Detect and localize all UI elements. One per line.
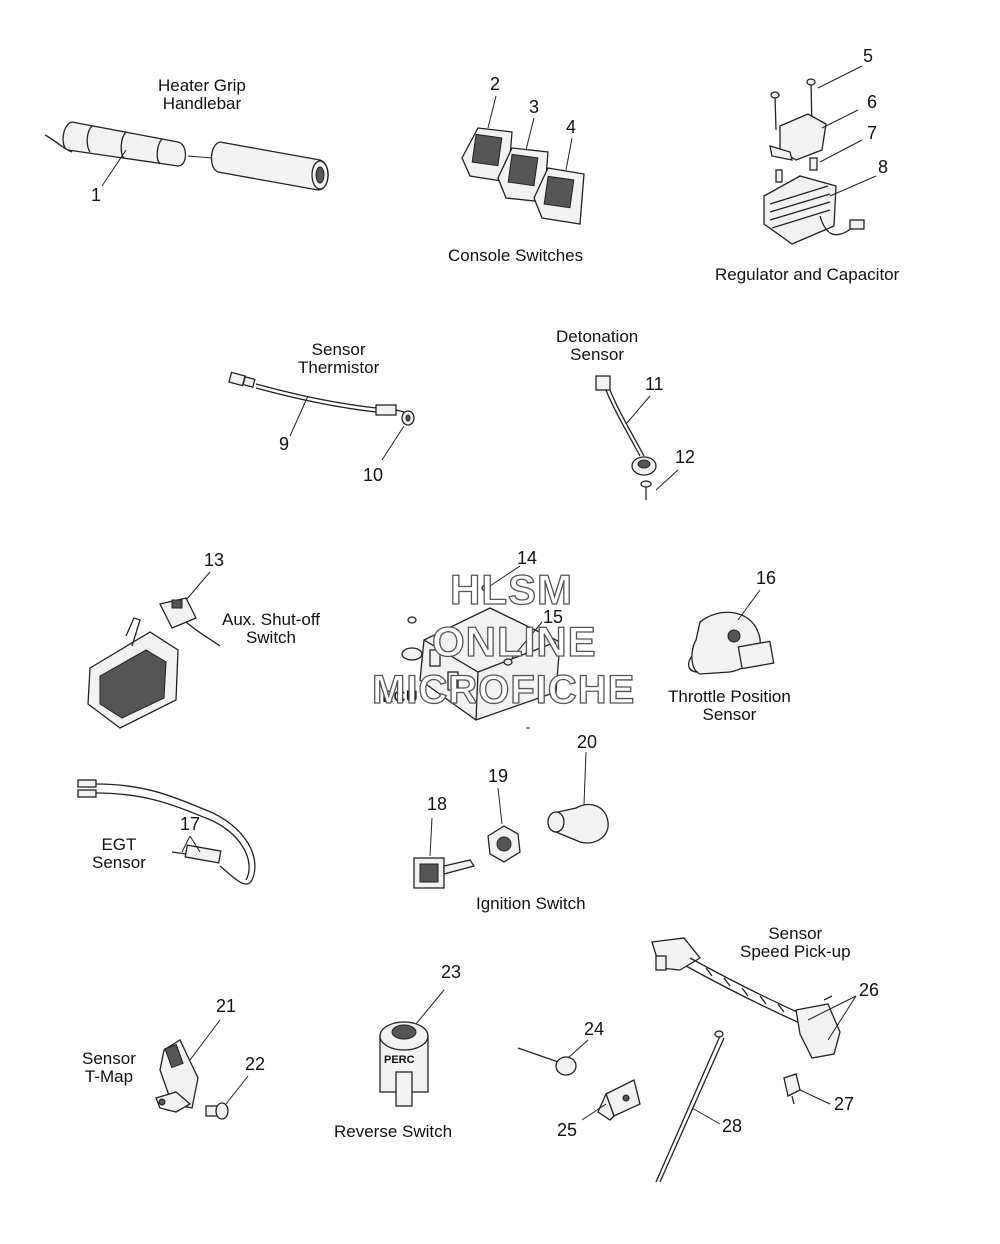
callout-10: 10 [363,465,384,485]
callout-17: 17 [180,814,201,834]
callout-11: 11 [645,374,664,394]
label-throttle-position-sensor: Throttle Position Sensor [668,687,791,724]
callout-6: 6 [867,92,878,112]
label-sensor-thermistor: Sensor Thermistor [298,340,380,377]
callout-2: 2 [490,74,501,94]
callout-22: 22 [245,1054,266,1074]
callout-19: 19 [488,766,509,786]
callout-3: 3 [529,97,540,117]
callout-5: 5 [863,46,874,66]
callout-4: 4 [566,117,577,137]
label-sensor-speed-pickup: Sensor Speed Pick-up [740,924,851,961]
callout-7: 7 [867,123,878,143]
label-detonation-sensor: Detonation Sensor [556,327,639,364]
callout-21: 21 [216,996,237,1016]
throttle-position-sensor-part [687,589,775,675]
label-reverse-switch: Reverse Switch [334,1122,453,1141]
reverse-switch-part [379,989,445,1107]
callout-1: 1 [91,185,102,205]
callout-26: 26 [859,980,880,1000]
callout-24: 24 [584,1019,605,1039]
callout-8: 8 [878,157,889,177]
callout-9: 9 [279,434,290,454]
callout-25: 25 [557,1120,578,1140]
regulator-capacitor-part [763,65,877,245]
watermark-line-3: MICROFICHE [371,667,636,712]
callout-18: 18 [427,794,448,814]
label-regulator-capacitor: Regulator and Capacitor [715,265,900,284]
callout-14: 14 [517,548,538,568]
callout-23: 23 [441,962,462,982]
label-egt-sensor: EGT Sensor [92,835,146,872]
label-console-switches: Console Switches [448,246,584,265]
callout-27: 27 [834,1094,855,1114]
watermark-line-2: ONLINE [431,617,597,665]
callout-15: 15 [543,607,564,627]
callout-20: 20 [577,732,598,752]
label-heater-grip: Heater Grip Handlebar [158,76,246,113]
ecu-part [401,565,561,721]
label-sensor-tmap: Sensor T-Map [82,1049,136,1086]
callout-12: 12 [675,447,696,467]
perc-marking: PERC [384,1054,415,1066]
tmap-sensor-part [155,1019,249,1120]
callout-13: 13 [204,550,225,570]
screw-bracket-part [517,1039,641,1121]
label-ecu: ECU [382,687,418,706]
aux-shutoff-switch-part [87,571,221,729]
label-aux-shutoff-switch: Aux. Shut-off Switch [222,610,320,647]
speed-pickup-sensor-part [651,937,857,1183]
callout-16: 16 [756,568,777,588]
label-ignition-switch: Ignition Switch [476,894,586,913]
callout-28: 28 [722,1116,743,1136]
console-switches-part [461,95,585,225]
egt-sensor-part [77,779,256,885]
ignition-switch-part [413,751,609,889]
sensor-thermistor-part [228,371,415,461]
heater-grip-part [44,121,329,191]
detonation-sensor-part [595,375,679,500]
watermark-line-1: HLSM [449,565,573,613]
